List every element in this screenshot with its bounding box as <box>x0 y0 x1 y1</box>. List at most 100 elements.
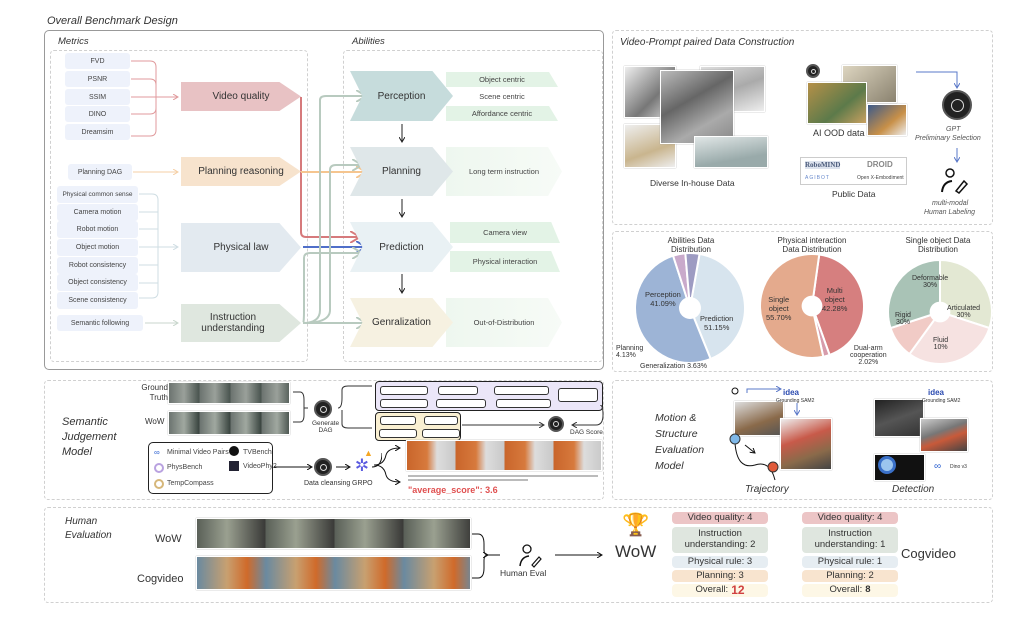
label-line: Dual-arm <box>853 345 883 352</box>
ability-sub-object-centric: Object centric <box>446 72 558 87</box>
cog-overall-value: 8 <box>865 584 871 596</box>
human-eval-icon <box>519 544 542 568</box>
human-label: multi-modal <box>932 200 969 207</box>
dag-node <box>380 416 416 425</box>
pie1-generalization-label: Generalization 3.63% <box>640 363 707 370</box>
label-line: object <box>824 295 845 304</box>
dataset-physbench: PhysBench <box>167 464 203 471</box>
metric-object-motion: Object motion <box>57 239 138 256</box>
title-line: Semantic <box>62 416 108 428</box>
semantic-panel <box>44 380 604 500</box>
label-line: Generate <box>312 420 340 427</box>
pie1-hole <box>679 297 701 319</box>
dag-brackets <box>293 385 372 429</box>
human-eval-arrows <box>472 533 610 579</box>
gpt-label: GPT <box>946 126 961 133</box>
metric-camera-motion: Camera motion <box>57 204 138 221</box>
pie3-hole <box>929 301 951 323</box>
wow-score-physical: Physical rule: 3 <box>672 556 768 568</box>
category-planning-reasoning: Planning reasoning <box>181 157 301 186</box>
grounding-sam2-label: Grounding SAM2 <box>922 398 961 404</box>
metric-planning-dag: Planning DAG <box>68 164 132 180</box>
dag-node <box>494 386 549 395</box>
label-line: Multi <box>826 286 843 295</box>
label-line: cooperation <box>850 352 887 359</box>
pie2-slice-single-object <box>759 253 825 359</box>
ability-sub-physical-interaction: Physical interaction <box>450 251 560 272</box>
human-eval-label: Human Eval <box>500 568 547 578</box>
cog-score-instruction: Instruction understanding: 1 <box>802 527 898 553</box>
title-line: Human <box>65 516 98 527</box>
pie2-title-line: Data Distribution <box>782 245 842 254</box>
dag-node <box>558 388 598 402</box>
pie1-title-line: Abilities Data <box>667 236 715 245</box>
ability-sub-affordance-centric: Affordance centric <box>446 106 558 121</box>
gt-dag-box <box>375 381 603 411</box>
metric-dino: DINO <box>65 106 130 122</box>
dag-score-label: DAG Score <box>570 429 603 436</box>
gpt-icon <box>806 64 820 78</box>
pie2-title-line: Physical interaction <box>777 236 847 245</box>
metric-semantic-following: Semantic following <box>57 315 143 331</box>
inhouse-label: Diverse In-house Data <box>650 178 735 188</box>
human-eval-panel <box>44 507 993 603</box>
category-instruction-understanding: Instruction understanding <box>181 304 301 342</box>
ability-perception: Perception <box>350 71 453 121</box>
ood-photo <box>867 104 907 136</box>
average-score-value: : 3.6 <box>479 485 498 495</box>
pie1-slice-perception <box>688 252 746 361</box>
category-video-quality: Video quality <box>181 82 301 111</box>
overall-title: Overall Benchmark Design <box>47 15 178 27</box>
dag-node <box>379 429 417 438</box>
title-line: Model <box>655 460 684 472</box>
wow-score-overall: Overall: 12 <box>672 582 768 597</box>
grpo-label: GRPO <box>352 480 373 487</box>
dataset-videophy2: VideoPhy2 <box>243 463 277 470</box>
title-line: Evaluation <box>655 444 705 456</box>
trajectory-label: Trajectory <box>745 484 789 495</box>
dataset-tvbench: TVBench <box>243 449 272 456</box>
dag-node <box>380 399 428 408</box>
pie3-title-line: Distribution <box>917 245 958 254</box>
tvbench-icon <box>229 446 239 456</box>
selection-arrows <box>916 71 970 168</box>
pie2-hole <box>801 295 823 317</box>
title-line: Evaluation <box>65 530 112 541</box>
pie3-slice-rigid <box>887 258 941 330</box>
score-json-text <box>408 475 598 477</box>
wow-eval-frames <box>196 518 471 549</box>
datasets-box: ∞ Minimal Video Pairs TVBench PhysBench … <box>148 442 277 494</box>
label-line: Deformable <box>912 275 949 282</box>
metric-dreamsim: Dreamsim <box>65 124 130 140</box>
wow-overall-value: 12 <box>731 582 745 597</box>
tempcompass-icon <box>154 479 164 489</box>
label-line: Ground <box>141 383 168 392</box>
label-line: 55.70% <box>766 313 792 322</box>
dag-score-arrows <box>462 405 604 440</box>
public-label: Public Data <box>832 189 876 199</box>
ability-sub-camera-view: Camera view <box>450 222 560 243</box>
label-line: Single <box>768 295 790 304</box>
robomind-logo: RoboMIND <box>805 161 841 169</box>
videophy2-icon <box>229 461 239 471</box>
public-logos: RoboMIND DROID AGIBOT Open X-Embodiment <box>800 157 907 185</box>
ability-generalization: Genralization <box>350 298 453 347</box>
openx-logo: Open X-Embodiment <box>857 175 904 181</box>
dag-node <box>438 386 478 395</box>
magnifier-icon <box>878 456 896 474</box>
label-line: object <box>768 304 789 313</box>
pie1-slice-prediction <box>634 254 712 364</box>
metric-ssim: SSIM <box>65 89 130 105</box>
trophy-icon: 🏆 <box>622 512 650 537</box>
cogvideo-eval-frames <box>196 556 471 590</box>
detection-photo <box>874 399 924 437</box>
grpo-arrows <box>373 440 412 490</box>
